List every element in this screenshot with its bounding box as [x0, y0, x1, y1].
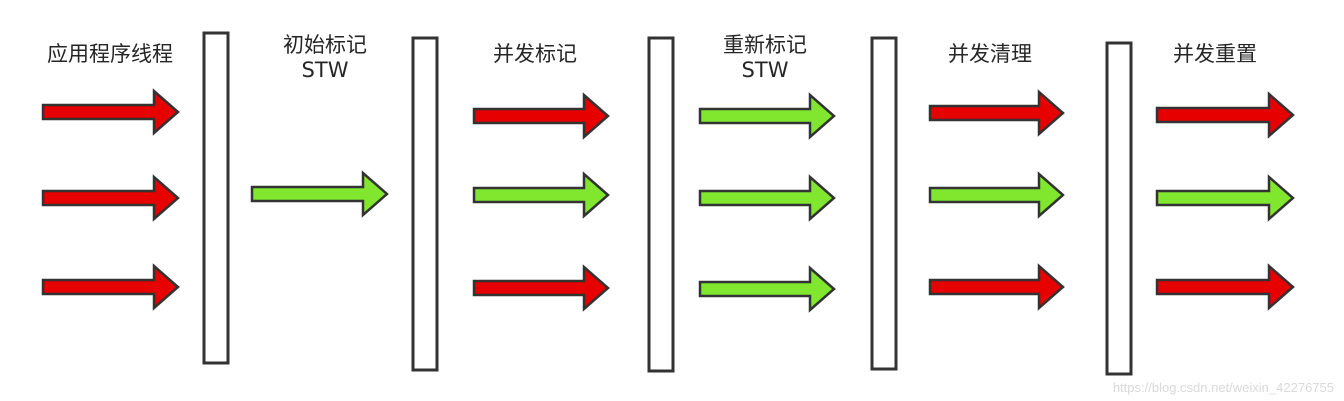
phase-barriers — [202, 31, 1133, 376]
red-arrow-icon — [928, 263, 1065, 311]
green-arrow-icon — [928, 171, 1065, 219]
phase-label-remark: 重新标记 STW — [723, 33, 807, 82]
red-arrow-icon — [41, 88, 180, 136]
barrier-1 — [202, 31, 230, 365]
phase-label-concurrent-reset: 并发重置 — [1173, 42, 1257, 66]
barrier-4 — [870, 36, 898, 371]
watermark: https://blog.csdn.net/weixin_42276755 — [1112, 380, 1334, 395]
red-arrow-icon — [41, 263, 180, 311]
phase-label-initial-mark: 初始标记 STW — [283, 33, 367, 82]
barrier-2 — [411, 36, 439, 372]
green-arrow-icon — [250, 170, 389, 218]
red-arrow-icon — [1155, 263, 1295, 311]
green-arrow-icon — [1155, 174, 1295, 222]
green-arrow-icon — [698, 174, 836, 222]
barrier-3 — [647, 36, 675, 373]
phase-label-app-threads: 应用程序线程 — [47, 42, 173, 66]
red-arrow-icon — [472, 92, 610, 140]
red-arrow-icon — [1155, 91, 1295, 139]
red-arrow-icon — [928, 89, 1065, 137]
red-arrow-icon — [41, 174, 180, 222]
green-arrow-icon — [698, 265, 836, 313]
green-arrow-icon — [472, 171, 610, 219]
phase-label-concurrent-mark: 并发标记 — [493, 42, 577, 66]
phase-label-concurrent-sweep: 并发清理 — [948, 42, 1032, 66]
barrier-5 — [1105, 41, 1133, 376]
red-arrow-icon — [472, 264, 610, 312]
green-arrow-icon — [698, 92, 836, 140]
thread-arrows — [41, 88, 1295, 313]
